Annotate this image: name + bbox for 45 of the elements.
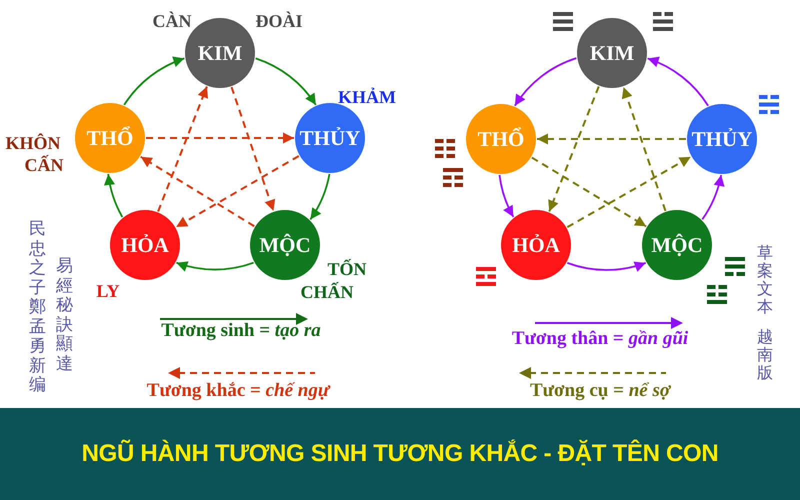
curved-arrow <box>514 57 577 106</box>
trigram-name: CẤN <box>24 156 64 174</box>
element-circle: HỎA <box>110 210 180 280</box>
dashed-arrow <box>531 156 647 228</box>
vertical-text: 草案文本 <box>757 244 773 316</box>
element-circle: THỔ <box>75 103 145 173</box>
dashed-arrow <box>157 86 208 212</box>
element-circle: KIM <box>577 18 647 88</box>
title: NGŨ HÀNH TƯƠNG SINH TƯƠNG KHẮC - ĐẶT TÊN CON <box>82 440 718 468</box>
vertical-text: 易經秘訣顯達 <box>56 257 73 374</box>
curved-arrow <box>123 57 185 106</box>
curved-arrow <box>176 260 254 272</box>
trigram-name: KHÔN <box>6 134 60 152</box>
element-circle: THỔ <box>466 104 536 174</box>
curved-arrow <box>498 174 514 218</box>
curved-arrow <box>255 58 317 106</box>
legend-text: Tương thân = gần gũi <box>512 329 688 349</box>
trigram-name: TỐN <box>328 260 366 278</box>
dashed-arrow <box>140 156 255 228</box>
trigram-name: CHẤN <box>300 283 354 301</box>
dashed-arrow <box>146 132 294 144</box>
curved-arrow <box>702 174 724 220</box>
legend-text: Tương sinh = tạo ra <box>161 321 321 341</box>
dashed-arrow <box>176 155 300 228</box>
curved-arrow <box>310 174 330 220</box>
element-circle: HỎA <box>501 210 571 280</box>
dashed-arrow <box>548 86 600 212</box>
vertical-text: 民忠之子鄭孟勇新编 <box>29 220 46 396</box>
element-circle: MỘC <box>250 210 320 280</box>
dashed-arrow <box>230 86 276 212</box>
curved-arrow <box>647 57 709 106</box>
element-circle: THỦY <box>295 103 365 173</box>
vertical-text: 越南版 <box>757 328 773 382</box>
curved-arrow <box>566 260 646 272</box>
element-circle: MỘC <box>642 210 712 280</box>
dashed-arrow <box>566 156 692 228</box>
curved-arrow <box>104 174 124 218</box>
trigram-name: KHẢM <box>338 88 396 106</box>
legend-text: Tương cụ = nể sợ <box>530 381 670 401</box>
dashed-arrow <box>537 134 686 144</box>
trigram-name: LY <box>96 282 120 300</box>
legend-text: Tương khắc = chế ngự <box>146 381 330 401</box>
trigram-name: ĐOÀI <box>256 12 302 30</box>
element-circle: THỦY <box>687 104 757 174</box>
dashed-arrow <box>622 86 666 212</box>
